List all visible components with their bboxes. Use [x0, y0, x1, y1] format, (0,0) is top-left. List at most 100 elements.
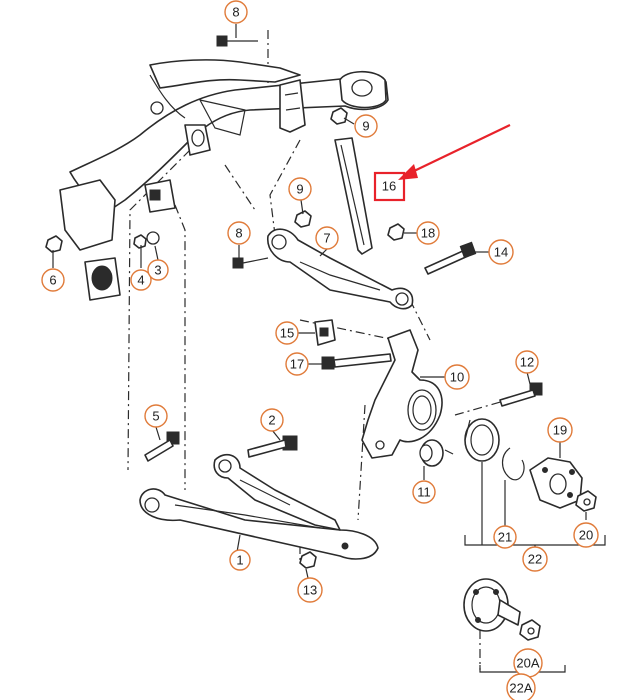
callout-text: 20	[579, 528, 593, 543]
nut-20a	[519, 619, 541, 641]
callout-3: 3	[147, 259, 169, 281]
callout-text: 13	[303, 583, 317, 598]
callout-circle	[260, 408, 284, 432]
callout-circle	[147, 259, 169, 281]
callout-14: 14	[488, 239, 514, 265]
callout-circle	[573, 522, 599, 548]
bolt-17	[321, 353, 392, 370]
callout-circle	[444, 364, 470, 390]
callout-circle	[416, 221, 440, 245]
callout-text: 12	[520, 355, 534, 370]
callout-9: 9	[288, 177, 312, 201]
bushing-11	[419, 439, 444, 467]
callout-text: 22	[528, 552, 542, 567]
callout-text: 5	[152, 409, 159, 424]
wheel-hub-19	[529, 457, 583, 509]
callout-8: 8	[224, 0, 248, 24]
callout-circle	[229, 549, 251, 571]
callout-6: 6	[41, 268, 65, 292]
callout-text: 10	[450, 370, 464, 385]
rear-subframe	[59, 59, 389, 301]
callout-1: 1	[229, 549, 251, 571]
circlip-21	[501, 447, 525, 481]
bolt-12	[499, 382, 543, 407]
callout-circle	[493, 525, 517, 549]
callout-circle	[285, 352, 309, 376]
wheel-hub-22a	[463, 578, 521, 632]
callout-circle	[412, 480, 436, 504]
callout-text: 15	[280, 326, 294, 341]
callout-19: 19	[547, 417, 573, 443]
callout-text: 22A	[509, 681, 532, 696]
callout-circle	[130, 269, 152, 291]
callout-text: 20A	[516, 656, 539, 671]
callout-9: 9	[354, 114, 378, 138]
callout-10: 10	[444, 364, 470, 390]
callout-text: 9	[296, 182, 303, 197]
callout-12: 12	[515, 350, 539, 374]
nut-20	[575, 490, 597, 512]
callout-8: 8	[227, 221, 251, 245]
group-bracket-22	[464, 462, 606, 548]
upper-fasteners	[45, 35, 405, 269]
callout-circle	[41, 268, 65, 292]
callout-text: 17	[290, 357, 304, 372]
callout-16-text: 16	[382, 179, 396, 194]
callout-circle	[227, 221, 251, 245]
callout-text: 7	[323, 231, 330, 246]
callout-7: 7	[315, 226, 339, 250]
callout-11: 11	[412, 480, 436, 504]
callout-text: 19	[553, 423, 567, 438]
callout-circle	[315, 226, 339, 250]
callout-22: 22	[522, 546, 548, 572]
callout-text: 8	[232, 5, 239, 20]
callout-20A: 20A	[513, 648, 543, 678]
bolt-14	[424, 241, 477, 275]
callout-circle	[515, 350, 539, 374]
callout-text: 11	[417, 485, 431, 500]
bolt-2	[247, 435, 298, 458]
callout-text: 8	[235, 226, 242, 241]
callout-text: 14	[494, 245, 508, 260]
bolt-5	[144, 431, 180, 462]
callout-text: 21	[498, 530, 512, 545]
wheel-bearing-housing-10	[361, 329, 443, 459]
callout-18: 18	[416, 221, 440, 245]
control-arm-7	[267, 228, 414, 310]
callout-circle	[224, 0, 248, 24]
callout-circle	[275, 321, 299, 345]
callout-circle	[547, 417, 573, 443]
callout-circle	[488, 239, 514, 265]
callout-20: 20	[573, 522, 599, 548]
callout-circle	[354, 114, 378, 138]
callout-17: 17	[285, 352, 309, 376]
leader-lines	[52, 24, 561, 579]
callout-5: 5	[144, 404, 168, 428]
upper-link-16	[334, 137, 373, 255]
callout-22A: 22A	[506, 673, 536, 700]
lower-wishbone-1	[139, 453, 379, 560]
callout-circle	[144, 404, 168, 428]
callout-text: 1	[236, 553, 243, 568]
callout-text: 4	[137, 273, 144, 288]
callout-text: 9	[362, 119, 369, 134]
callout-text: 3	[154, 263, 161, 278]
callout-circle	[297, 577, 323, 603]
callout-circle	[506, 673, 536, 700]
callout-circle	[522, 546, 548, 572]
bracket-15	[314, 319, 336, 346]
callout-4: 4	[130, 269, 152, 291]
callout-circle	[288, 177, 312, 201]
nut-13	[299, 551, 317, 569]
callout-13: 13	[297, 577, 323, 603]
callout-labels: 8 9 9 8 7 18 14 6 43 15 17 10 12 5 2 19 11 21 20 22 1 13 20A 22…	[41, 0, 599, 700]
callout-text: 18	[421, 226, 435, 241]
callout-2: 2	[260, 408, 284, 432]
highlight-arrow	[398, 124, 511, 180]
callout-15: 15	[275, 321, 299, 345]
callout-21: 21	[493, 525, 517, 549]
wheel-bearing	[464, 418, 500, 462]
callout-text: 2	[268, 413, 275, 428]
callout-text: 6	[49, 273, 56, 288]
